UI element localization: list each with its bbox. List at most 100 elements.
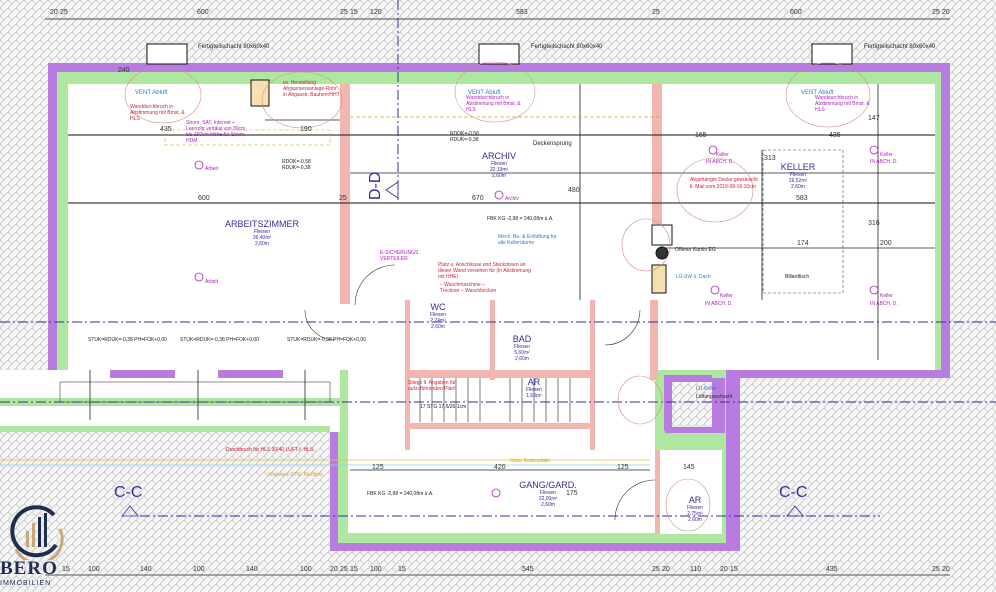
dim: 435 — [160, 126, 172, 133]
note: STUK=RDUK=-0,38 PH=FOK+0,00 — [180, 337, 259, 343]
dim-bottom: 140 — [140, 566, 152, 573]
dim: 200 — [880, 240, 892, 247]
room-area: 5,60m² — [514, 350, 530, 356]
room-keller: KELLER Fliesen 26,52m² 2,60m — [781, 162, 816, 190]
dim: 147 — [868, 115, 880, 122]
dim: 165 — [695, 132, 707, 139]
room-floor: Fliesen — [514, 344, 530, 350]
lamp-label: Arbeit — [205, 279, 219, 285]
note: Billardtisch — [785, 274, 809, 280]
logo-emblem-icon — [10, 505, 64, 560]
dim-top: 600 — [197, 9, 209, 16]
dim: 435 — [829, 132, 841, 139]
room-name: ARBEITSZIMMER — [225, 219, 300, 229]
room-gang: GANG/GARD. Fliesen 22,00m² 2,60m — [519, 480, 577, 508]
dim-top: 20 — [942, 9, 950, 16]
room-name: ARCHIV — [482, 151, 516, 161]
room-area: 2,24m² — [430, 318, 446, 324]
note: FBK KG -2,98 = 240,08m ü.A. — [367, 491, 434, 497]
room-area: 2,75m² — [687, 511, 703, 517]
note: Fertigteilschacht 80x60x40 — [531, 44, 603, 50]
note: STUK=RDUK=-0,38 PH=FOK+0,00 — [287, 337, 366, 343]
dim-bottom: 140 — [246, 566, 258, 573]
lamp-label: Arbeit — [205, 166, 219, 172]
room-floor: Fliesen — [790, 172, 806, 178]
dim: 174 — [797, 240, 809, 247]
staircase — [419, 378, 571, 422]
section-label-dd: D-D — [367, 172, 384, 200]
dim-top: 25 — [340, 9, 348, 16]
note: Fertigteilschacht 80x60x40 — [198, 44, 270, 50]
note: ev. Herstellung Abgasmessanlage-Rohr in … — [283, 80, 340, 98]
room-area: 26,52m² — [789, 178, 808, 184]
room-name: GANG/GARD. — [519, 480, 577, 490]
note: Vorbereit. STG- Fluchtw. — [268, 472, 323, 478]
note: Wanddurchbruch in Abstimmung mit Bmst. &… — [466, 95, 521, 113]
lamp-icons — [194, 145, 879, 498]
room-floor: Fliesen — [254, 229, 270, 235]
section-label-cc: C-C — [114, 484, 142, 501]
dim: 316 — [868, 220, 880, 227]
section-lines — [0, 0, 996, 517]
dim: 240 — [118, 67, 130, 74]
note: VENT Abluft — [135, 90, 168, 96]
dim-top: 20 — [50, 9, 58, 16]
dim-bottom: 25 — [340, 566, 348, 573]
room-height: 2,60m — [791, 184, 805, 190]
dim-bottom: 15 — [62, 566, 70, 573]
dim-bottom: 100 — [88, 566, 100, 573]
note: LÜ-SW ü. Dach — [676, 273, 711, 280]
room-arbeitszimmer: ARBEITSZIMMER Fliesen 36,40m² 2,60m — [225, 219, 300, 247]
dim: 670 — [472, 195, 484, 202]
room-height: 2,60m — [541, 502, 555, 508]
dim: 480 — [568, 187, 580, 194]
note: Offener Kamin EG — [675, 247, 716, 253]
room-floor: Fliesen — [540, 490, 556, 496]
lamp-label: Keller — [716, 152, 729, 158]
room-floor: Fliesen — [687, 505, 703, 511]
dim-bottom: 100 — [370, 566, 382, 573]
room-floor: Fliesen — [526, 387, 542, 393]
dimension-lines — [0, 18, 950, 576]
dim-bottom: 100 — [193, 566, 205, 573]
room-height: 2,60m — [431, 324, 445, 330]
note: Deckensprung — [533, 141, 572, 147]
dim: 313 — [764, 155, 776, 162]
room-ar-1: AR Fliesen 1,63m² — [526, 377, 542, 399]
lamp-label: Archiv — [505, 196, 519, 202]
dim: 583 — [796, 195, 808, 202]
room-ar-2: AR Fliesen 2,75m² 2,60m — [687, 495, 703, 523]
room-archiv: ARCHIV Fliesen 32,19m² 2,60m — [482, 151, 516, 179]
dim: 125 — [617, 464, 629, 471]
dim-top: 25 — [932, 9, 940, 16]
note: Platz u. Anschlüsse und Steckdosen an di… — [438, 262, 531, 280]
room-height: 2,60m — [515, 356, 529, 362]
dim-top: 120 — [370, 9, 382, 16]
room-floor: Fliesen — [430, 312, 446, 318]
dim: 125 — [372, 464, 384, 471]
dim-bottom: 20 — [720, 566, 728, 573]
note: FBK KG -2,98 = 240,08m ü.A. — [487, 216, 554, 222]
room-floor: Fliesen — [491, 161, 507, 167]
logo-subtitle: IMMOBILIEN — [0, 580, 52, 587]
dim: 600 — [198, 195, 210, 202]
inner-walls — [340, 84, 662, 534]
dim-bottom: 435 — [826, 566, 838, 573]
dim-bottom: 20 — [942, 566, 950, 573]
room-area: 22,00m² — [539, 496, 558, 502]
dim-bottom: 25 — [932, 566, 940, 573]
dim: 420 — [494, 464, 506, 471]
note: Durchbruch für HLS 20/40 LUFT f. HLS — [226, 447, 314, 453]
dim: 145 — [683, 464, 695, 471]
schacht-boxes — [146, 43, 853, 294]
lamp-label: Keller — [880, 152, 893, 158]
note: Wanddurchbruch in Abstimmung mit Bmst. &… — [815, 95, 870, 113]
lamp-label: IN ABCH. D. — [870, 159, 898, 165]
note: LÜ-Keller — [696, 385, 717, 392]
note: Lüftungsschacht — [696, 394, 733, 400]
dim-top: 583 — [516, 9, 528, 16]
note: Abgehängte Decke gewünscht lt. Mail vom … — [690, 177, 758, 190]
note: E-SICHERUNGS VERTEILER — [380, 250, 419, 262]
dim: 190 — [300, 126, 312, 133]
